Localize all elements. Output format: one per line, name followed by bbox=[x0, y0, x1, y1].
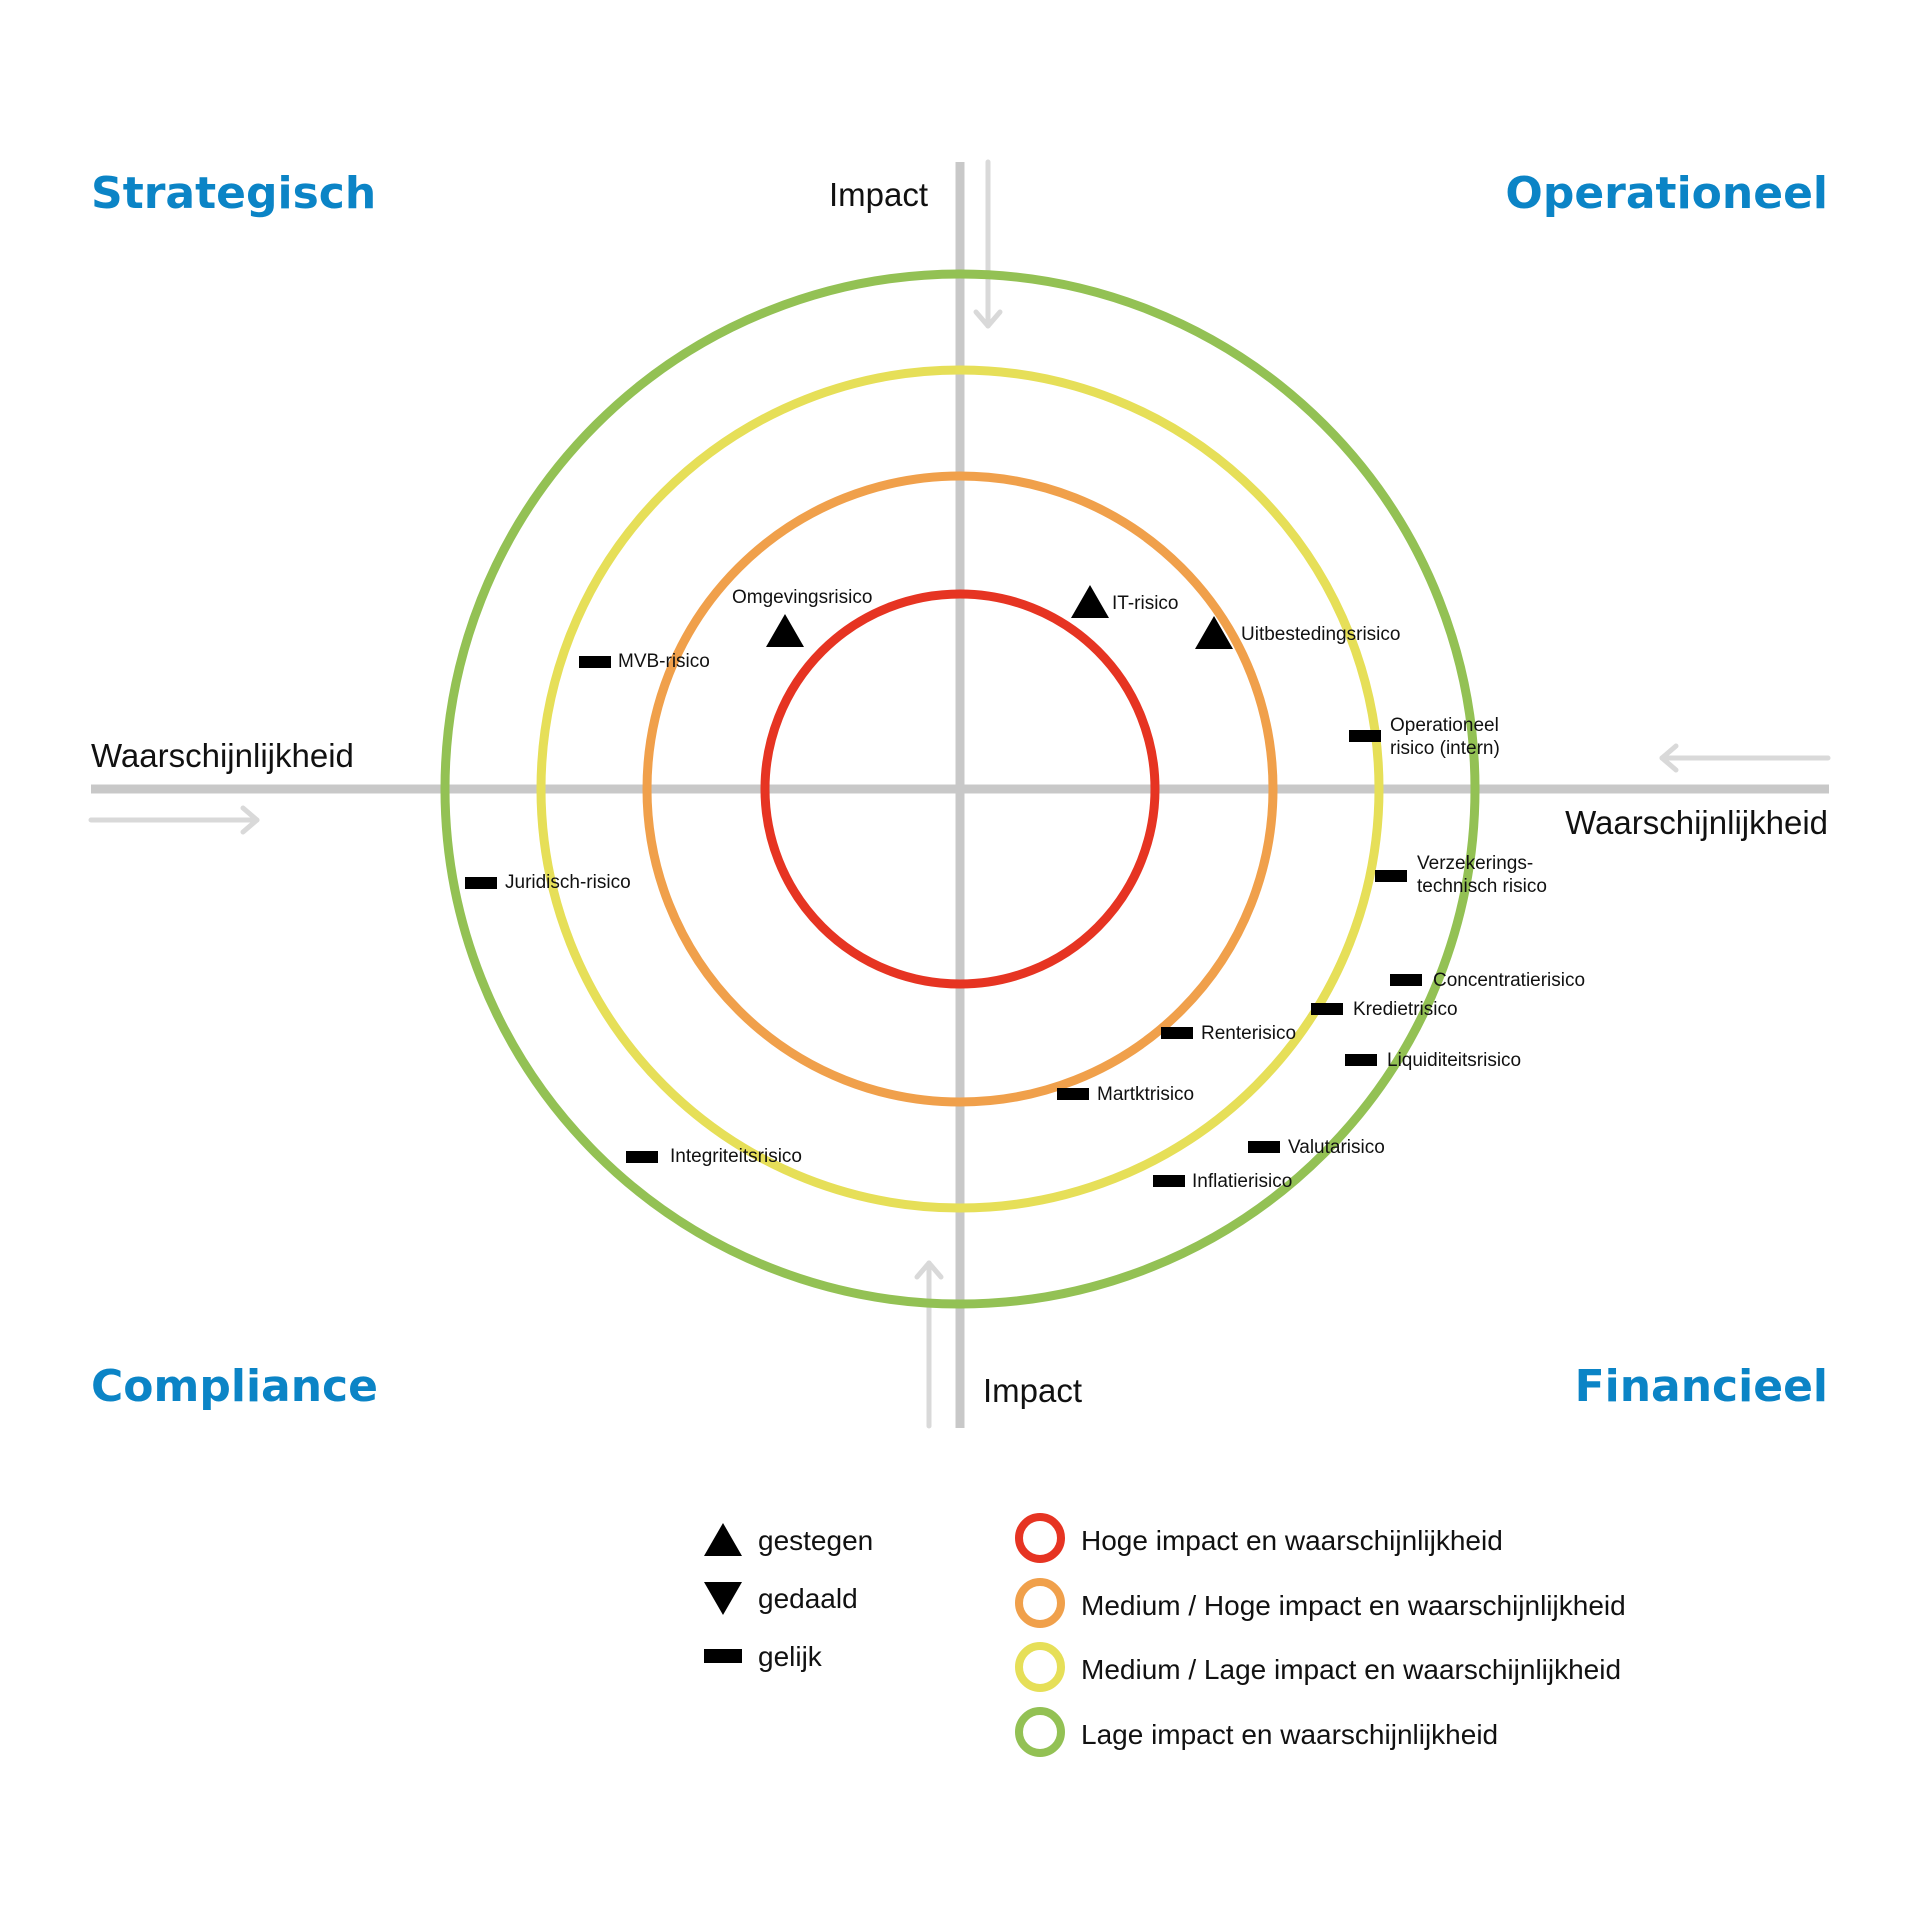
legend-trends: gestegen gedaald gelijk bbox=[704, 1523, 873, 1672]
legend-levels: Hoge impact en waarschijnlijkheid Medium… bbox=[1015, 1513, 1626, 1757]
triangle-up-icon bbox=[1071, 585, 1109, 618]
axis-label-impact-bottom: Impact bbox=[983, 1372, 1082, 1409]
risk-label-valutarisico: Valutarisico bbox=[1288, 1137, 1385, 1158]
legend-level-label: Medium / Hoge impact en waarschijnlijkhe… bbox=[1081, 1590, 1626, 1621]
legend-level-label: Medium / Lage impact en waarschijnlijkhe… bbox=[1081, 1654, 1621, 1685]
quadrant-title-financieel: Financieel bbox=[1575, 1361, 1828, 1412]
risk-label-it-risico: IT-risico bbox=[1112, 593, 1179, 614]
dash-icon bbox=[1390, 974, 1422, 986]
risk-label-omgevingsrisico: Omgevingsrisico bbox=[732, 587, 872, 608]
triangle-down-icon bbox=[704, 1582, 742, 1615]
risk-label-renterisico: Renterisico bbox=[1201, 1023, 1296, 1044]
risk-label-concentratierisico: Concentratierisico bbox=[1433, 970, 1585, 991]
dash-icon bbox=[1311, 1003, 1343, 1015]
legend-swatch-medium-low bbox=[1015, 1642, 1065, 1692]
axis-label-likelihood-left: Waarschijnlijkheid bbox=[91, 737, 354, 774]
arrow-down-icon bbox=[973, 159, 1003, 329]
risk-label-verzekeringstechnisch-risico: Verzekerings-technisch risico bbox=[1417, 853, 1547, 897]
quadrant-title-strategisch: Strategisch bbox=[91, 168, 376, 219]
dash-icon bbox=[579, 656, 611, 668]
legend-swatch-high bbox=[1015, 1513, 1065, 1563]
dash-icon bbox=[1349, 730, 1381, 742]
legend-swatch-low bbox=[1015, 1707, 1065, 1757]
dash-icon bbox=[1375, 870, 1407, 882]
legend-swatch-medium-high bbox=[1015, 1578, 1065, 1628]
legend-level-label: Hoge impact en waarschijnlijkheid bbox=[1081, 1525, 1503, 1556]
quadrant-title-compliance: Compliance bbox=[91, 1361, 378, 1412]
dash-icon bbox=[704, 1649, 742, 1663]
risk-label-uitbestedingsrisico: Uitbestedingsrisico bbox=[1241, 624, 1400, 645]
legend-trend-label: gestegen bbox=[758, 1525, 873, 1556]
dash-icon bbox=[1248, 1141, 1280, 1153]
risk-label-inflatierisico: Inflatierisico bbox=[1192, 1171, 1292, 1192]
ring-medium-high bbox=[642, 471, 1278, 1107]
dash-icon bbox=[1161, 1027, 1193, 1039]
risk-label-marktrisico: Martktrisico bbox=[1097, 1084, 1194, 1105]
ring-low bbox=[440, 269, 1480, 1309]
triangle-up-icon bbox=[1195, 616, 1233, 649]
dash-icon bbox=[1153, 1175, 1185, 1187]
axis-label-likelihood-right: Waarschijnlijkheid bbox=[1565, 804, 1828, 841]
ring-medium-low bbox=[536, 365, 1384, 1213]
dash-icon bbox=[465, 877, 497, 889]
risk-label-juridisch-risico: Juridisch-risico bbox=[505, 872, 631, 893]
risk-label-liquiditeitsrisico: Liquiditeitsrisico bbox=[1387, 1050, 1521, 1071]
triangle-up-icon bbox=[766, 614, 804, 647]
legend-trend-label: gelijk bbox=[758, 1641, 823, 1672]
risk-label-kredietrisico: Kredietrisico bbox=[1353, 999, 1458, 1020]
ring-high bbox=[760, 589, 1160, 989]
dash-icon bbox=[1057, 1088, 1089, 1100]
risk-label-mvb-risico: MVB-risico bbox=[618, 651, 710, 672]
risk-markers: Omgevingsrisico IT-risicoUitbestedingsris… bbox=[465, 585, 1585, 1192]
arrow-right-icon bbox=[88, 805, 260, 835]
quadrant-title-operationeel: Operationeel bbox=[1505, 168, 1828, 219]
legend-level-label: Lage impact en waarschijnlijkheid bbox=[1081, 1719, 1498, 1750]
triangle-up-icon bbox=[704, 1523, 742, 1556]
dash-icon bbox=[1345, 1054, 1377, 1066]
legend-trend-label: gedaald bbox=[758, 1583, 858, 1614]
dash-icon bbox=[626, 1151, 658, 1163]
risk-label-integriteitsrisico: Integriteitsrisico bbox=[670, 1146, 802, 1167]
axis-label-impact-top: Impact bbox=[829, 176, 928, 213]
arrow-up-icon bbox=[914, 1260, 944, 1429]
arrow-left-icon bbox=[1659, 743, 1831, 773]
